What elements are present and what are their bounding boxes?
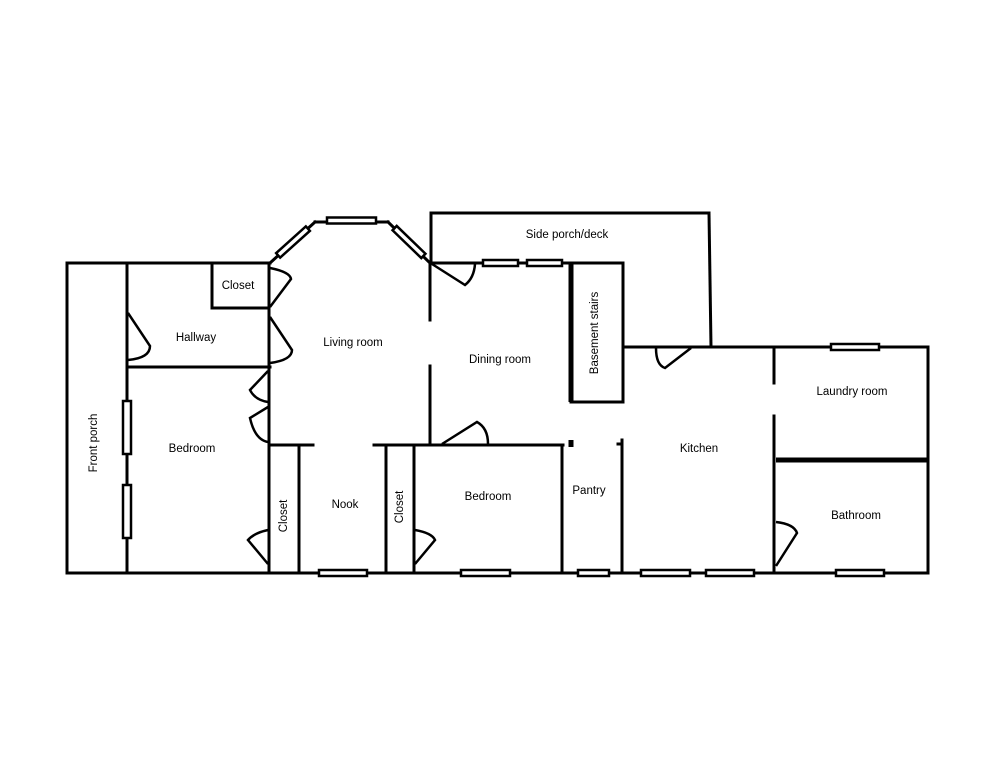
label-living-room: Living room [323,337,382,349]
label-side-porch: Side porch/deck [526,229,609,241]
label-bedroom-1: Bedroom [169,443,216,455]
label-dining-room: Dining room [469,354,531,366]
label-front-porch: Front porch [88,414,100,473]
bay-window [267,216,433,266]
label-laundry-room: Laundry room [817,386,888,398]
label-basement-stairs: Basement stairs [589,292,601,375]
exterior-walls [65,261,930,575]
label-pantry: Pantry [572,485,605,497]
label-bedroom-2: Bedroom [465,491,512,503]
label-nook: Nook [332,499,359,511]
label-bathroom: Bathroom [831,510,881,522]
label-closet-left: Closet [278,499,290,532]
windows [121,258,886,578]
interior-walls [125,261,928,575]
label-closet-hall: Closet [222,280,255,292]
label-closet-right: Closet [394,490,406,523]
side-porch-walls [429,211,713,349]
label-hallway: Hallway [176,332,217,344]
room-labels: Front porch Hallway Closet Living room B… [88,229,887,532]
doors [126,262,799,567]
label-kitchen: Kitchen [680,443,718,455]
